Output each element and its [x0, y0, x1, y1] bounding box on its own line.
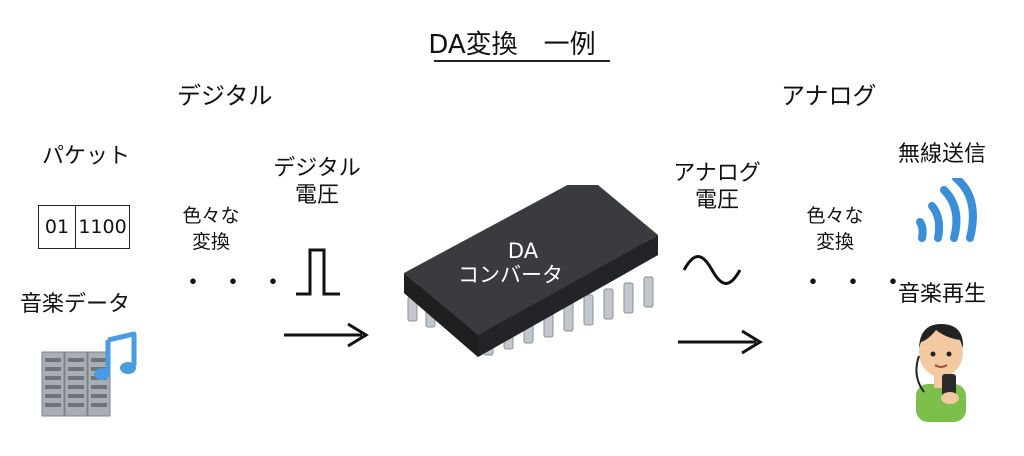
digital-voltage-label: デジタル 電圧 — [264, 155, 370, 209]
arrow-right-icon — [678, 329, 763, 355]
wireless-label: 無線送信 — [898, 142, 987, 167]
da-converter-label-line2: コンバータ — [458, 263, 563, 287]
music-note-icon — [94, 331, 137, 380]
title-underline — [434, 60, 610, 62]
conversion-text: 色々な — [806, 205, 864, 227]
analog-heading: アナログ — [781, 82, 877, 110]
ellipsis-right: ・・・ — [800, 268, 921, 298]
voltage-text: 電圧 — [694, 188, 739, 213]
sine-waveform-icon — [682, 255, 742, 285]
packet-label: パケット — [42, 144, 131, 169]
various-conversion-right: 色々な 変換 — [800, 203, 870, 255]
arrow-right-icon — [284, 322, 369, 348]
server-unit — [41, 351, 65, 417]
digital-heading: デジタル — [177, 82, 273, 110]
packet-box: 01 1100 — [38, 205, 130, 249]
music-data-label: 音楽データ — [20, 292, 131, 317]
server-unit — [64, 351, 88, 417]
conversion-text: 変換 — [191, 231, 230, 253]
packet-cell: 01 — [39, 206, 76, 248]
various-conversion-left: 色々な 変換 — [176, 203, 246, 255]
analog-voltage-label: アナログ 電圧 — [664, 160, 770, 214]
server-rack-icon — [41, 331, 137, 417]
conversion-text: 色々な — [182, 205, 240, 227]
wireless-signal-icon — [916, 178, 977, 242]
ic-chip-icon — [404, 185, 658, 357]
voltage-text: 電圧 — [294, 183, 339, 208]
music-playback-label: 音楽再生 — [898, 282, 987, 307]
ellipsis-left: ・・・ — [180, 268, 301, 298]
converter-text: DA — [507, 239, 539, 263]
conversion-text: 変換 — [815, 231, 854, 253]
packet-cell: 1100 — [78, 216, 127, 238]
voltage-text: アナログ — [673, 161, 761, 186]
diagram-title: DA変換 一例 — [428, 30, 596, 60]
da-converter-label: DA — [478, 238, 568, 265]
voltage-text: デジタル — [273, 156, 361, 181]
pulse-waveform-icon — [296, 248, 340, 296]
person-listening-icon — [915, 324, 966, 422]
